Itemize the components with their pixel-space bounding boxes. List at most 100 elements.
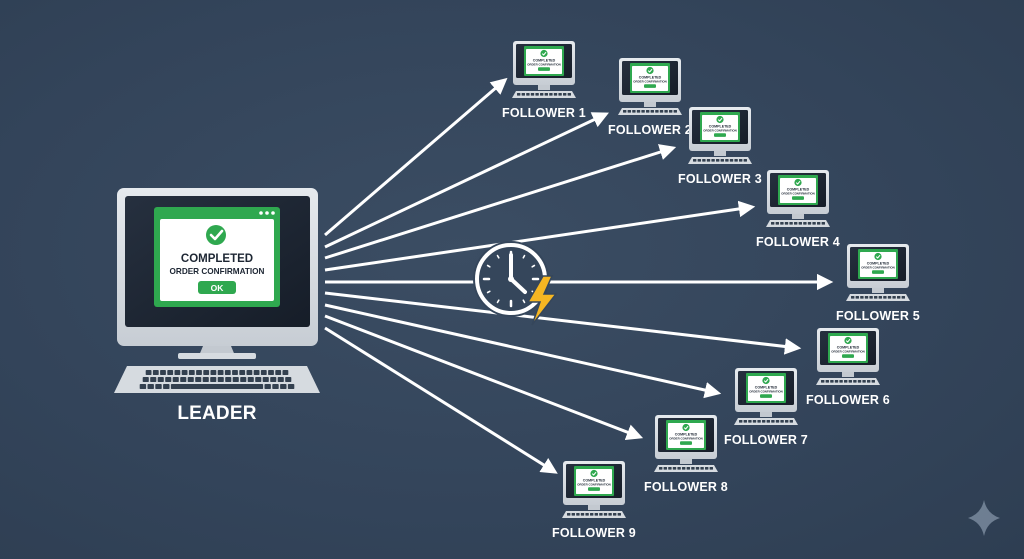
keyboard-key: [659, 110, 664, 113]
follower-ok-button[interactable]: [872, 270, 884, 274]
keyboard-spacebar: [172, 384, 262, 389]
follower-dialog-body: [668, 423, 704, 448]
keyboard-key: [563, 93, 567, 96]
follower-dialog-title: COMPLETED: [867, 262, 890, 266]
follower-ok-button[interactable]: [760, 394, 772, 398]
keyboard-key: [709, 467, 713, 470]
keyboard-key: [145, 370, 152, 375]
keyboard-key: [277, 377, 284, 382]
follower-label-1: FOLLOWER 1: [502, 106, 586, 120]
keyboard-key: [857, 380, 862, 383]
keyboard-key: [210, 377, 217, 382]
keyboard-key: [739, 159, 743, 162]
follower-ok-button[interactable]: [792, 196, 804, 200]
keyboard-key: [780, 222, 784, 225]
follower-monitor-stand: [714, 151, 726, 156]
keyboard-key: [240, 377, 247, 382]
sparkle-icon: [968, 500, 1000, 536]
follower-ok-button[interactable]: [680, 441, 692, 445]
clock-hour-hand: [509, 277, 527, 294]
follower-dialog-subtitle: ORDER CONFIRMATION: [633, 80, 667, 84]
follower-check-icon: [590, 469, 598, 478]
arrow-to-follower-6: [324, 291, 802, 355]
follower-dialog-subtitle: ORDER CONFIRMATION: [527, 63, 561, 67]
keyboard-key: [807, 222, 812, 225]
keyboard-key: [711, 159, 715, 162]
keyboard-key: [725, 159, 729, 162]
keyboard-key: [668, 467, 672, 470]
follower-monitor-stand: [872, 288, 884, 293]
follower-dialog-body: [860, 252, 896, 277]
keyboard-key: [867, 380, 871, 383]
keyboard-key: [517, 93, 521, 96]
check-mark: [209, 229, 224, 241]
keyboard-key: [623, 110, 627, 113]
keyboard-key: [599, 513, 603, 516]
follower-ok-button[interactable]: [588, 487, 600, 491]
follower-keyboard: [688, 157, 752, 164]
clock-tick: [496, 299, 500, 304]
broadcast-arrows: [324, 77, 834, 474]
dialog-dot-icon: [271, 211, 275, 215]
keyboard-key: [225, 377, 232, 382]
keyboard-key: [576, 513, 580, 516]
leader-ok-button[interactable]: [198, 281, 236, 294]
clock-tick: [496, 254, 500, 259]
follower-check-icon: [762, 376, 770, 385]
follower-label-5: FOLLOWER 5: [836, 309, 920, 323]
keyboard-key: [771, 420, 775, 423]
keyboard-key: [567, 513, 571, 516]
keyboard-key: [869, 296, 873, 299]
keyboard-key: [784, 222, 789, 225]
follower-ok-button[interactable]: [538, 67, 550, 71]
keyboard-key: [636, 110, 641, 113]
keyboard-key: [702, 159, 706, 162]
keyboard-key: [785, 420, 789, 423]
keyboard-key: [897, 296, 901, 299]
keyboard-key: [270, 377, 277, 382]
keyboard-key: [663, 467, 667, 470]
follower-monitor-stand: [792, 214, 804, 219]
keyboard-key: [812, 222, 816, 225]
follower-ok-button[interactable]: [842, 354, 854, 358]
keyboard-key: [803, 222, 807, 225]
leader-computer: COMPLETED ORDER CONFIRMATION OK LEADER: [114, 188, 320, 424]
keyboard-key: [174, 370, 181, 375]
keyboard-key: [142, 377, 149, 382]
keyboard-key: [617, 513, 621, 516]
keyboard-key: [883, 296, 887, 299]
follower-monitor-stand: [842, 372, 854, 377]
keyboard-key: [825, 380, 829, 383]
follower-dialog-title: COMPLETED: [787, 188, 810, 192]
dialog-dot-icon: [265, 211, 269, 215]
check-mark: [683, 425, 689, 430]
follower-label-8: FOLLOWER 8: [644, 480, 728, 494]
follower-dialog-body: [830, 336, 866, 361]
keyboard-key: [165, 377, 172, 382]
clock-center: [508, 276, 514, 282]
clock-tick: [522, 254, 526, 259]
keyboard-key: [682, 467, 686, 470]
keyboard-key: [239, 370, 246, 375]
keyboard-key: [549, 93, 553, 96]
keyboard-key: [163, 384, 170, 389]
keyboard-key: [147, 384, 154, 389]
follower-dialog-title: COMPLETED: [709, 125, 732, 129]
keyboard-key: [272, 384, 279, 389]
check-mark: [717, 117, 723, 122]
keyboard-key: [627, 110, 631, 113]
arrow-to-follower-4: [324, 200, 756, 272]
keyboard-key: [287, 384, 295, 389]
arrow-to-follower-8: [324, 314, 644, 440]
follower-dialog-body: [702, 115, 738, 140]
keyboard-key: [677, 467, 681, 470]
keyboard-key: [729, 159, 734, 162]
follower-keyboard: [734, 418, 798, 425]
keyboard-key: [152, 370, 159, 375]
keyboard-key: [860, 296, 864, 299]
follower-ok-button[interactable]: [714, 133, 726, 137]
follower-ok-button[interactable]: [644, 84, 656, 88]
